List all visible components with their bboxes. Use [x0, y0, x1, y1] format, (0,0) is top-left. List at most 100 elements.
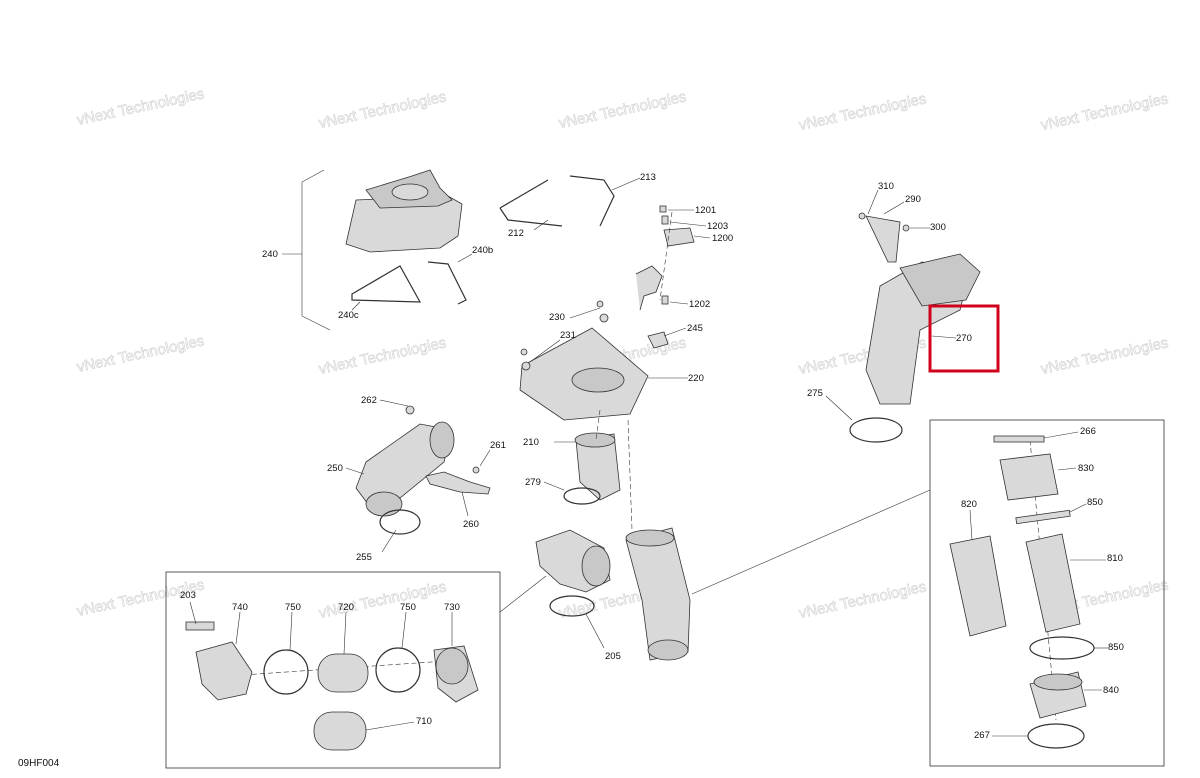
part-300 [902, 224, 910, 232]
leader-203 [189, 601, 197, 625]
part-850a [1015, 509, 1071, 525]
label-203: 203 [180, 590, 196, 601]
watermark-text: vNext Technologies [797, 578, 928, 622]
tube-720 [317, 653, 369, 693]
leader-850a [1069, 503, 1087, 513]
leader-820 [969, 509, 973, 541]
airbox-inlet [391, 183, 429, 201]
watermark: vNext Technologies [75, 332, 206, 376]
clamp-205 [549, 595, 595, 617]
watermark: vNext Technologies [557, 88, 688, 132]
watermark-text: vNext Technologies [317, 334, 448, 378]
label-245: 245 [687, 323, 703, 334]
leader-830 [1057, 467, 1077, 471]
bellow-210-group: 210 279 [523, 409, 633, 531]
boot-center-group [625, 489, 931, 661]
label-261: 261 [490, 440, 506, 451]
watermark: vNext Technologies [317, 88, 448, 132]
boot-center-bottom [647, 639, 689, 661]
leader-261 [479, 449, 491, 467]
leader-266 [1043, 431, 1079, 439]
detail-frame-left [165, 571, 501, 769]
leader-1200 [693, 235, 711, 239]
label-255: 255 [356, 552, 372, 563]
watermarks: vNext Technologies vNext Technologies vN… [75, 85, 1170, 622]
label-1202: 1202 [689, 299, 710, 310]
label-220: 220 [688, 373, 704, 384]
label-267: 267 [974, 730, 990, 741]
label-270: 270 [956, 333, 972, 344]
label-300: 300 [930, 222, 946, 233]
watermark-text: vNext Technologies [317, 578, 448, 622]
part-310 [858, 212, 866, 220]
leader-260 [461, 491, 469, 517]
latch-group: 1201 1203 1200 1202 [635, 205, 733, 311]
seal-240c [351, 265, 422, 303]
axis-210 [595, 409, 601, 441]
elbow-740 [195, 641, 253, 701]
label-740: 740 [232, 602, 248, 613]
bellow-210-top [574, 432, 616, 448]
leader-245 [663, 327, 687, 337]
leader-270 [931, 335, 957, 339]
part-266 [993, 435, 1045, 443]
part-231a [599, 313, 609, 323]
intake-duct-270-mesh [899, 253, 981, 307]
watermark: vNext Technologies [317, 578, 448, 622]
elbow-205-outlet [581, 545, 611, 587]
label-710: 710 [416, 716, 432, 727]
tube-710 [313, 711, 367, 751]
adapter-730-face [435, 647, 469, 685]
leader-720 [343, 611, 347, 655]
label-275: 275 [807, 388, 823, 399]
seal-212 [499, 179, 563, 227]
clamp-255 [379, 509, 421, 535]
label-850b: 850 [1108, 642, 1124, 653]
leader-290 [883, 201, 905, 215]
base-opening [571, 367, 625, 393]
label-240c: 240c [338, 310, 359, 321]
label-730: 730 [444, 602, 460, 613]
watermark-text: vNext Technologies [797, 90, 928, 134]
label-262: 262 [361, 395, 377, 406]
part-261 [472, 466, 480, 474]
airbox-housing-group: 240 240b 240c [262, 169, 493, 331]
watermark: vNext Technologies [797, 578, 928, 622]
label-240b: 240b [472, 245, 493, 256]
label-212: 212 [508, 228, 524, 239]
part-262 [405, 405, 415, 415]
leader-to-detail-right [691, 489, 931, 595]
label-840: 840 [1103, 685, 1119, 696]
leader-250 [345, 467, 365, 475]
clamp-279 [563, 487, 601, 505]
boot-820 [949, 535, 1007, 637]
label-240: 240 [262, 249, 278, 260]
label-1203: 1203 [707, 221, 728, 232]
airbox-base-group: 230 231 245 220 [519, 300, 704, 421]
label-720: 720 [338, 602, 354, 613]
axis-1200 [659, 211, 673, 301]
label-213: 213 [640, 172, 656, 183]
detail-box-left: 203 740 750 720 750 730 710 [165, 571, 547, 769]
label-1200: 1200 [712, 233, 733, 244]
leader-213 [611, 177, 641, 191]
seal-213 [569, 175, 615, 227]
leader-230 [569, 307, 601, 319]
part-230a [596, 300, 604, 308]
leader-231 [529, 339, 561, 363]
bracket-240 [301, 169, 331, 331]
part-203 [185, 621, 215, 631]
clamp-750a [263, 649, 309, 695]
leader-279 [543, 481, 565, 491]
part-290 [865, 215, 901, 263]
label-230: 230 [549, 312, 565, 323]
detail-frame-right [929, 419, 1165, 767]
watermark: vNext Technologies [797, 90, 928, 134]
duct-250-outlet [429, 421, 455, 459]
label-260: 260 [463, 519, 479, 530]
detail-box-right: 266 830 850 820 810 850 840 267 [929, 419, 1165, 767]
part-230b [520, 348, 528, 356]
label-290: 290 [905, 194, 921, 205]
leader-255 [381, 529, 397, 553]
clamp-275 [849, 417, 903, 443]
